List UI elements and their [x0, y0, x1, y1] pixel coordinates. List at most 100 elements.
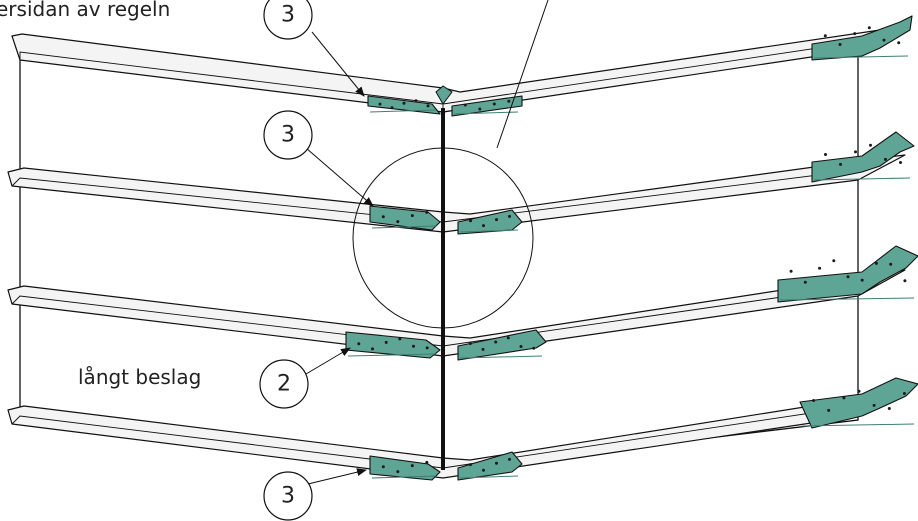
callout-1-number: 3 — [281, 3, 295, 28]
long-bracket-label: långt beslag — [78, 365, 201, 389]
bracket-hole — [478, 107, 482, 111]
bracket-edge — [813, 177, 911, 181]
bracket-r2-right — [457, 209, 523, 235]
bracket-hole — [425, 210, 429, 214]
bracket-hole — [902, 392, 906, 395]
bracket-edge — [459, 229, 519, 233]
callout-2: 3 — [263, 110, 374, 207]
bracket-hole — [857, 389, 861, 393]
bracket-hole — [402, 101, 406, 105]
bracket-hole — [832, 259, 836, 263]
bracket-hole — [818, 266, 822, 270]
bracket-hole — [874, 261, 878, 265]
bracket-hole — [371, 347, 374, 351]
bracket-hole — [494, 340, 498, 344]
corner-post — [441, 108, 445, 470]
bracket-r1-left — [367, 95, 441, 115]
callout-3: 2 — [259, 347, 351, 409]
bracket-hole — [469, 219, 472, 223]
bracket-hole — [495, 218, 498, 222]
bracket-hole — [468, 342, 472, 345]
bracket-r4-end — [799, 377, 918, 429]
bracket-hole — [823, 34, 827, 38]
bracket-edge — [347, 353, 437, 357]
brackets — [345, 15, 918, 481]
bracket-hole — [846, 275, 850, 279]
bracket-hole — [860, 278, 864, 282]
bracket-edge — [459, 355, 543, 359]
bracket-edge — [453, 111, 519, 115]
bracket-hole — [492, 102, 496, 106]
bracket-hole — [396, 470, 400, 474]
bracket-hole — [481, 347, 485, 351]
bracket-hole — [867, 26, 871, 30]
callout-4-number: 3 — [281, 484, 295, 509]
bracket-hole — [482, 224, 485, 228]
bracket-hole — [842, 396, 846, 400]
bracket-hole — [384, 340, 388, 344]
bracket-hole — [882, 38, 886, 42]
bracket-hole — [381, 215, 385, 219]
bracket-edge — [371, 475, 437, 479]
bracket-hole — [532, 346, 536, 350]
bracket-hole — [482, 468, 485, 472]
bracket-hole — [869, 143, 872, 147]
bracket-hole — [839, 162, 842, 166]
detail-leader — [496, 0, 549, 149]
bracket-hole — [803, 280, 807, 284]
bracket-hole — [508, 214, 511, 218]
bracket-edge — [459, 475, 519, 479]
bracket-hole — [824, 153, 827, 156]
bracket-hole — [357, 342, 361, 346]
bracket-hole — [853, 32, 857, 36]
corner-post-cap — [435, 85, 453, 105]
bracket-hole — [506, 336, 510, 340]
bracket-hole — [507, 99, 511, 103]
bracket-hole — [410, 464, 414, 468]
bracket-hole — [827, 408, 831, 412]
bracket-edge — [369, 109, 437, 113]
bracket-edge — [813, 55, 909, 59]
bracket-hole — [789, 269, 793, 273]
bracket-hole — [508, 457, 511, 461]
callout-2-number: 3 — [281, 123, 295, 148]
bracket-hole — [425, 346, 429, 350]
bracket-hole — [426, 104, 430, 108]
bracket-edge — [801, 423, 915, 427]
bracket-hole — [412, 344, 415, 348]
bracket-hole — [390, 106, 394, 110]
callout-1: 3 — [263, 0, 365, 97]
bracket-hole — [463, 103, 467, 107]
bracket-hole — [425, 460, 429, 464]
bracket-hole — [396, 220, 400, 224]
bracket-r1-right — [451, 95, 523, 117]
bracket-hole — [887, 407, 891, 410]
callout-3-number: 2 — [277, 372, 291, 397]
bracket-hole — [378, 102, 382, 106]
bracket-hole — [903, 279, 907, 283]
bracket-hole — [812, 399, 816, 402]
bracket-r2-end — [811, 131, 915, 183]
bracket-hole — [854, 150, 857, 154]
bracket-hole — [884, 157, 887, 161]
bracket-hole — [398, 337, 402, 341]
bracket-edge — [779, 297, 915, 301]
bracket-r3-right — [457, 329, 547, 361]
bracket-edge — [371, 225, 437, 229]
bracket-hole — [381, 465, 385, 469]
bracket-r4-right — [457, 451, 523, 481]
left-wall-panel — [19, 51, 444, 471]
bracket-hole — [469, 463, 472, 467]
bracket-hole — [897, 41, 901, 45]
callout-4: 3 — [263, 468, 367, 521]
bracket-hole — [414, 99, 418, 103]
bracket-r1-end — [811, 15, 913, 61]
bracket-hole — [838, 43, 842, 46]
bracket-hole — [872, 403, 876, 407]
top-left-label: ersidan av regeln — [0, 0, 170, 21]
bracket-hole — [899, 161, 902, 164]
detail-circle — [352, 147, 534, 329]
bracket-hole — [495, 461, 498, 465]
